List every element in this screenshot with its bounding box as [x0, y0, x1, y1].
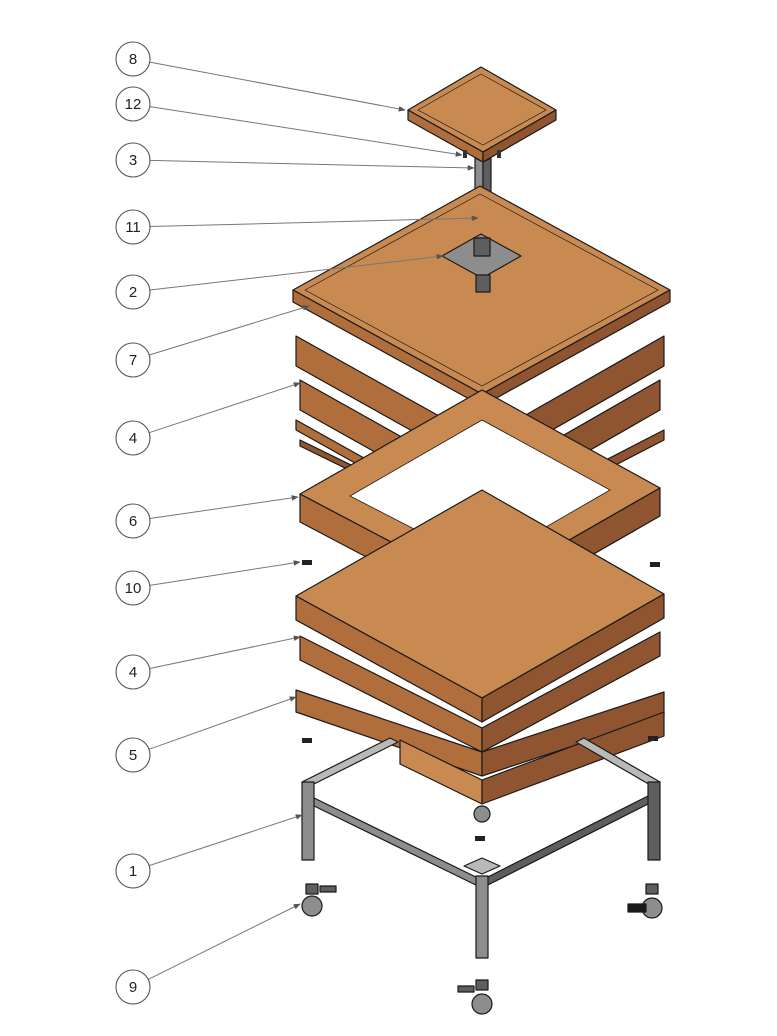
- callout-balloon-10: 10: [115, 570, 151, 606]
- balloon-circle: [115, 969, 151, 1005]
- callout-label: 4: [129, 430, 137, 447]
- caster-back: [473, 805, 491, 823]
- balloon-circle: [115, 209, 151, 245]
- caster-left: [301, 883, 337, 917]
- part-10-screws: [302, 560, 660, 567]
- leader-line-7: [149, 305, 310, 356]
- balloon-circle: [115, 86, 151, 122]
- callout-balloon-7: 7: [115, 342, 151, 378]
- leader-line-4: [148, 382, 301, 434]
- caster-right: [627, 883, 663, 919]
- callout-label: 4: [129, 664, 137, 681]
- callout-label: 2: [129, 284, 137, 301]
- callout-balloon-5: 5: [115, 737, 151, 773]
- balloon-circle: [115, 737, 151, 773]
- balloon-circle: [115, 420, 151, 456]
- callout-label: 7: [129, 352, 137, 369]
- leader-line-5: [148, 696, 297, 750]
- part-1-base-frame: [301, 737, 661, 959]
- balloon-circle: [115, 41, 151, 77]
- callout-balloon-3: 3: [115, 142, 151, 178]
- balloon-circle: [115, 142, 151, 178]
- balloon-circle: [115, 654, 151, 690]
- callout-balloon-4: 4: [115, 420, 151, 456]
- leader-line-3: [149, 159, 475, 171]
- balloon-circle: [115, 503, 151, 539]
- leader-line-9: [148, 903, 301, 980]
- callout-balloon-8: 8: [115, 41, 151, 77]
- leader-line-1: [148, 814, 303, 867]
- leader-line-8: [149, 61, 406, 112]
- callout-layer: 8 12 3 11 2 7 4 6 10 4 5 1 9: [115, 41, 479, 1005]
- callout-balloon-6: 6: [115, 503, 151, 539]
- callout-label: 12: [125, 96, 142, 113]
- part-9-casters: [301, 805, 663, 1015]
- callout-label: 11: [125, 219, 141, 236]
- part-8-top-tray: [407, 66, 557, 163]
- callout-label: 3: [129, 152, 137, 169]
- callout-label: 1: [129, 863, 137, 880]
- callout-label: 10: [125, 580, 142, 597]
- callout-balloon-4: 4: [115, 654, 151, 690]
- callout-label: 8: [129, 51, 137, 68]
- callout-balloon-12: 12: [115, 86, 151, 122]
- balloon-circle: [115, 342, 151, 378]
- callout-balloon-9: 9: [115, 969, 151, 1005]
- leader-line-10: [149, 560, 301, 586]
- leader-line-6: [149, 495, 299, 520]
- callout-balloon-11: 11: [115, 209, 151, 245]
- leader-line-11: [149, 215, 479, 228]
- balloon-circle: [115, 274, 151, 310]
- leader-line-4: [149, 635, 301, 670]
- part-4-lower-drawer-tier: [295, 489, 665, 753]
- leader-line-2: [149, 253, 444, 291]
- callout-label: 9: [129, 979, 137, 996]
- callout-balloon-1: 1: [115, 853, 151, 889]
- part-12-screws: [463, 150, 501, 158]
- callout-label: 6: [129, 513, 137, 530]
- balloon-circle: [115, 853, 151, 889]
- part-5-bottom-tier: [295, 689, 665, 841]
- callout-balloon-2: 2: [115, 274, 151, 310]
- balloon-circle: [115, 570, 151, 606]
- caster-front: [457, 979, 493, 1015]
- part-2-mounting-plate: [441, 233, 522, 293]
- leader-line-12: [149, 106, 463, 157]
- callout-label: 5: [129, 747, 137, 764]
